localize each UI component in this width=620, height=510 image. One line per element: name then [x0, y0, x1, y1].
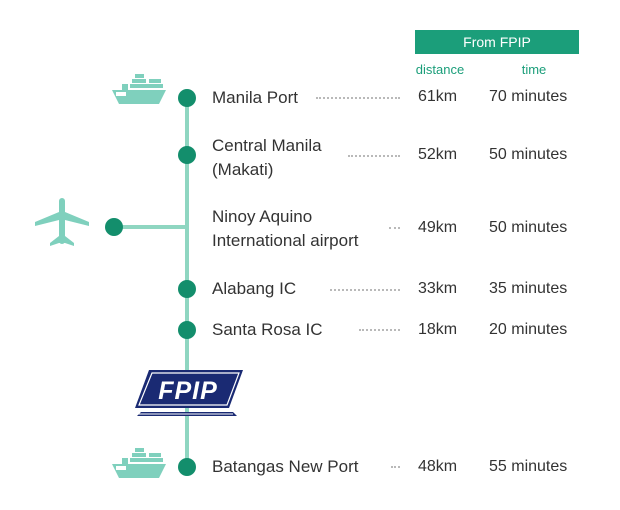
station-dot-manila-port	[178, 89, 196, 107]
ship-icon	[110, 446, 168, 482]
station-name: Alabang IC	[212, 279, 297, 298]
station-time: 20 minutes	[489, 321, 568, 338]
station-name: Central Manila (Makati)	[212, 136, 322, 179]
station-dot-santa-rosa	[178, 321, 196, 339]
station-dot-airport	[105, 218, 123, 236]
station-name: Santa Rosa IC	[212, 320, 323, 339]
station-distance: 48km	[418, 458, 458, 475]
airplane-icon	[33, 196, 91, 248]
station-distance: 33km	[418, 280, 458, 297]
leader-dots	[391, 466, 400, 468]
station-distance: 52km	[418, 146, 458, 163]
leader-dots	[359, 329, 400, 331]
airport-branch-line	[114, 225, 187, 229]
station-distance: 49km	[418, 219, 458, 236]
station-time: 50 minutes	[489, 146, 568, 163]
fpip-logo-text: FPIP	[158, 377, 218, 405]
station-time: 70 minutes	[489, 88, 568, 105]
leader-dots	[330, 289, 400, 291]
station-time: 55 minutes	[489, 458, 568, 475]
time-column-label: time	[521, 62, 547, 77]
station-time: 50 minutes	[489, 219, 568, 236]
station-dot-alabang	[178, 280, 196, 298]
fpip-logo: FPIP	[133, 368, 245, 418]
leader-dots	[389, 227, 400, 229]
ship-icon	[110, 72, 168, 108]
station-name: Manila Port	[212, 88, 298, 107]
station-distance: 61km	[418, 88, 458, 105]
station-name: Batangas New Port	[212, 457, 359, 476]
station-distance: 18km	[418, 321, 458, 338]
station-dot-central-manila	[178, 146, 196, 164]
leader-dots	[348, 155, 400, 157]
station-time: 35 minutes	[489, 280, 568, 297]
station-dot-batangas	[178, 458, 196, 476]
station-name: Ninoy Aquino International airport	[212, 207, 359, 250]
leader-dots	[316, 97, 400, 99]
from-fpip-header: From FPIP	[415, 30, 579, 54]
distance-column-label: distance	[415, 62, 465, 77]
